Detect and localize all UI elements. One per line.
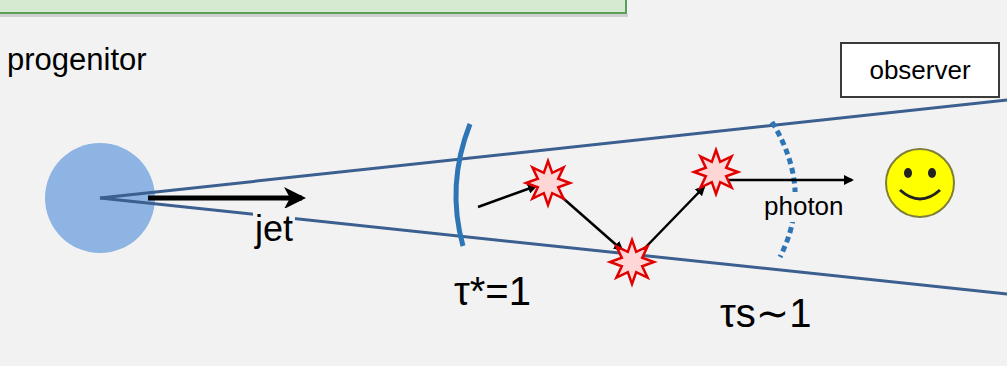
header-shadow	[0, 14, 628, 17]
face-eye	[904, 168, 912, 178]
jet-edge	[100, 198, 1007, 294]
face-smile	[900, 190, 940, 199]
photosphere-arc	[456, 124, 470, 246]
jet-label: jet	[253, 208, 295, 249]
photon-path	[641, 187, 704, 252]
photon-path	[728, 179, 852, 182]
face-eye	[928, 168, 936, 178]
object-label: progenitor	[5, 42, 149, 78]
jet-arrow	[148, 196, 302, 201]
box-text: observer	[869, 55, 970, 86]
photon-label: photon	[762, 192, 846, 222]
header-band	[0, 0, 626, 13]
observer-face	[886, 149, 954, 217]
scattering-burst	[610, 240, 654, 284]
observer-box: observer	[840, 42, 1000, 98]
optical-depth-label: τ*=1	[452, 268, 533, 314]
photon-path	[478, 186, 536, 207]
optical-depth-label: τs∼1	[718, 290, 814, 336]
scattering-arc	[772, 122, 795, 257]
scattering-burst	[526, 161, 570, 205]
scattering-burst	[694, 150, 738, 194]
